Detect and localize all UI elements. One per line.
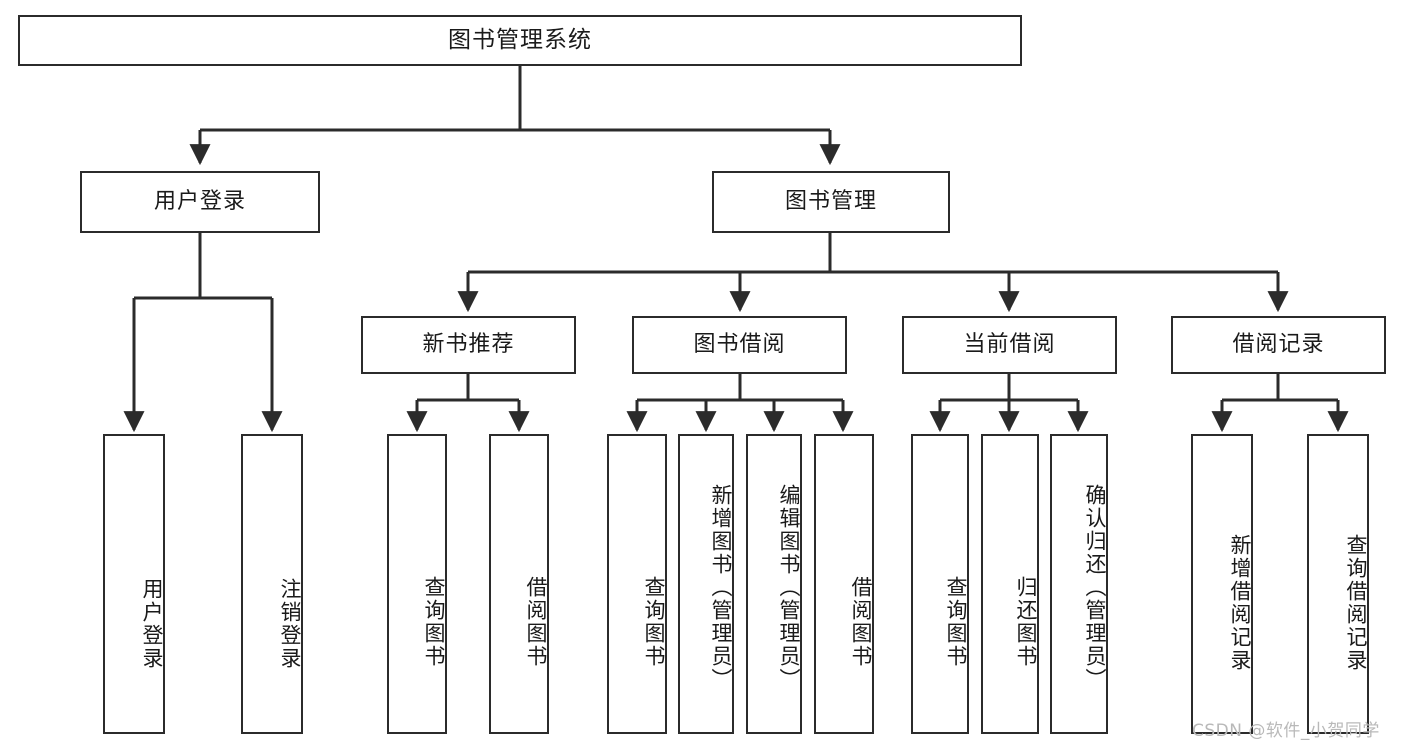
- node-new-book-recommend[interactable]: 新书推荐: [361, 316, 576, 374]
- node-current-borrow[interactable]: 当前借阅: [902, 316, 1117, 374]
- leaf-newbook-borrow-book[interactable]: 借阅图书: [489, 434, 549, 734]
- leaf-newbook-query-book[interactable]: 查询图书: [387, 434, 447, 734]
- leaf-borrow-lend-book[interactable]: 借阅图书: [814, 434, 874, 734]
- node-borrow-record[interactable]: 借阅记录: [1171, 316, 1386, 374]
- node-label: 新增图书（管理员）: [709, 483, 733, 691]
- node-label: 确认归还（管理员）: [1083, 483, 1107, 691]
- csdn-watermark: CSDN @软件_小贺同学: [1192, 721, 1380, 741]
- node-book-management[interactable]: 图书管理: [712, 171, 950, 233]
- node-book-borrow[interactable]: 图书借阅: [632, 316, 847, 374]
- node-label: 注销登录: [278, 578, 302, 670]
- node-label: 当前借阅: [963, 332, 1056, 358]
- leaf-user-login[interactable]: 用户登录: [103, 434, 165, 734]
- node-label: 编辑图书（管理员）: [777, 483, 801, 691]
- node-label: 借阅图书: [849, 575, 873, 668]
- node-label: 图书借阅: [693, 332, 786, 358]
- leaf-current-query-book[interactable]: 查询图书: [911, 434, 969, 734]
- node-label: 图书管理: [784, 189, 877, 215]
- node-label: 归还图书: [1014, 575, 1038, 668]
- leaf-record-add-record[interactable]: 新增借阅记录: [1191, 434, 1253, 734]
- leaf-record-query-record[interactable]: 查询借阅记录: [1307, 434, 1369, 734]
- node-label: 新增借阅记录: [1228, 534, 1252, 672]
- leaf-borrow-add-book-admin[interactable]: 新增图书（管理员）: [678, 434, 734, 734]
- leaf-current-return-book[interactable]: 归还图书: [981, 434, 1039, 734]
- node-label: 查询图书: [422, 575, 446, 668]
- node-label: 新书推荐: [422, 332, 515, 358]
- node-label: 用户登录: [153, 189, 246, 215]
- node-label: 借阅记录: [1232, 332, 1325, 358]
- node-label: 图书管理系统: [448, 27, 592, 54]
- node-label: 查询图书: [642, 575, 666, 668]
- leaf-current-confirm-return-admin[interactable]: 确认归还（管理员）: [1050, 434, 1108, 734]
- node-label: 查询借阅记录: [1344, 534, 1368, 672]
- leaf-user-logout[interactable]: 注销登录: [241, 434, 303, 734]
- leaf-borrow-query-book[interactable]: 查询图书: [607, 434, 667, 734]
- node-user-login[interactable]: 用户登录: [80, 171, 320, 233]
- leaf-borrow-edit-book-admin[interactable]: 编辑图书（管理员）: [746, 434, 802, 734]
- node-label: 查询图书: [944, 575, 968, 668]
- node-root-system[interactable]: 图书管理系统: [18, 15, 1022, 66]
- node-label: 借阅图书: [524, 575, 548, 668]
- node-label: 用户登录: [140, 578, 164, 670]
